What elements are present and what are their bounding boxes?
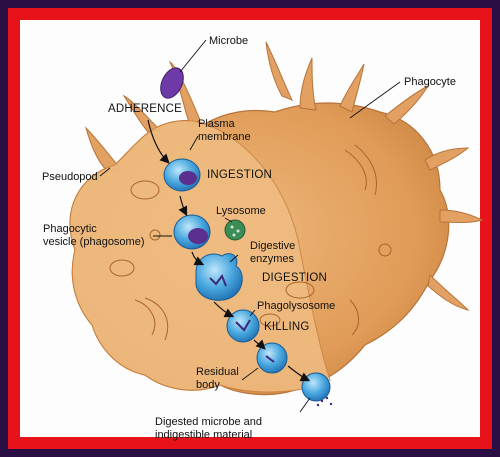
phagolysosome-shape xyxy=(227,310,259,342)
label-digested-line1: Digested microbe and xyxy=(155,416,262,428)
label-digestive-enzymes-line2: enzymes xyxy=(250,253,295,265)
label-phagolysosome: Phagolysosome xyxy=(257,300,335,312)
label-pseudopod: Pseudopod xyxy=(42,171,98,183)
label-plasma-membrane-line1: Plasma xyxy=(198,118,236,130)
digestion-vesicle xyxy=(196,254,242,301)
label-residual-body-line1: Residual xyxy=(196,366,239,378)
label-phagocyte: Phagocyte xyxy=(404,76,456,88)
label-digestive-enzymes-line1: Digestive xyxy=(250,240,295,252)
residual-body-shape xyxy=(257,343,287,373)
label-killing: KILLING xyxy=(264,321,310,333)
label-plasma-membrane-line2: membrane xyxy=(198,131,251,143)
exit-vesicle xyxy=(302,373,330,401)
label-phagocytic-vesicle-line2: vesicle (phagosome) xyxy=(43,236,145,248)
lysosome-shape xyxy=(225,220,245,240)
label-digestion: DIGESTION xyxy=(262,272,327,284)
label-adherence: ADHERENCE xyxy=(108,103,182,115)
label-ingestion: INGESTION xyxy=(207,169,272,181)
label-lysosome: Lysosome xyxy=(216,205,266,217)
label-digested-line2: indigestible material xyxy=(155,429,252,441)
label-residual-body-line2: body xyxy=(196,379,220,391)
label-phagocytic-vesicle-line1: Phagocytic xyxy=(43,223,97,235)
label-microbe: Microbe xyxy=(209,35,248,47)
